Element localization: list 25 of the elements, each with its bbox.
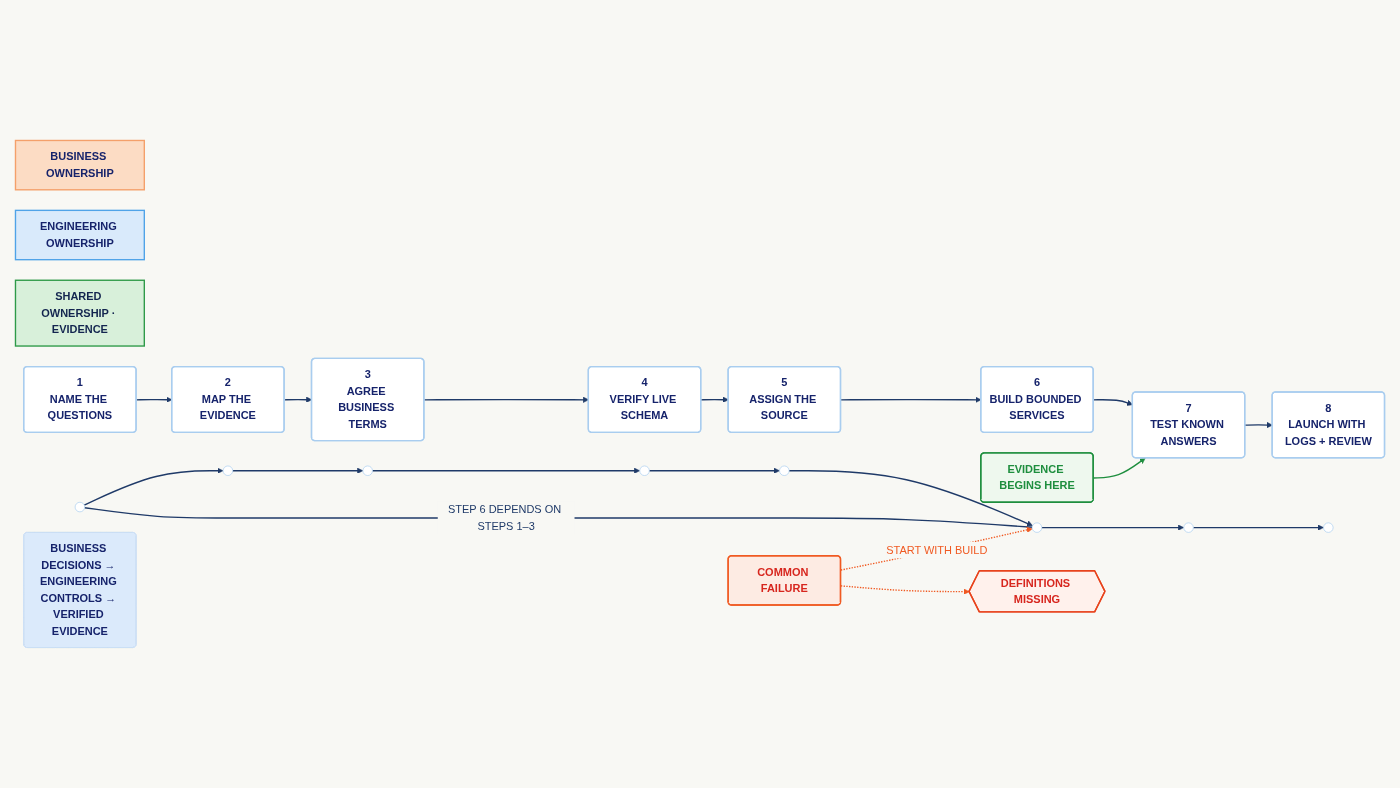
node-box: SHARED OWNERSHIP · EVIDENCE (14, 279, 145, 347)
arrow (232, 467, 364, 474)
arrow (1041, 524, 1184, 531)
node-circle (74, 501, 86, 513)
arrow (700, 396, 729, 403)
arrow (423, 396, 589, 403)
node-box: ENGINEERING OWNERSHIP (14, 209, 145, 261)
arrow (83, 467, 224, 506)
arrow (371, 467, 640, 474)
node-circle (362, 465, 373, 476)
edge-label: START WITH BUILD (886, 544, 988, 556)
node-circle (1031, 522, 1043, 533)
node-box: BUSINESS OWNERSHIP (14, 139, 145, 191)
node-circle (222, 465, 234, 476)
node-circle (779, 465, 790, 476)
node-circle (639, 465, 650, 476)
arrow (648, 467, 780, 474)
arrow (840, 526, 1033, 571)
arrow (1192, 524, 1324, 531)
node-circle (1183, 522, 1194, 533)
arrow (840, 585, 970, 595)
arrow (1244, 422, 1273, 429)
node-circle (1323, 522, 1334, 533)
arrow (788, 470, 1033, 527)
edge-label: STEP 6 DEPENDS ON STEPS 1–3 (448, 503, 562, 532)
